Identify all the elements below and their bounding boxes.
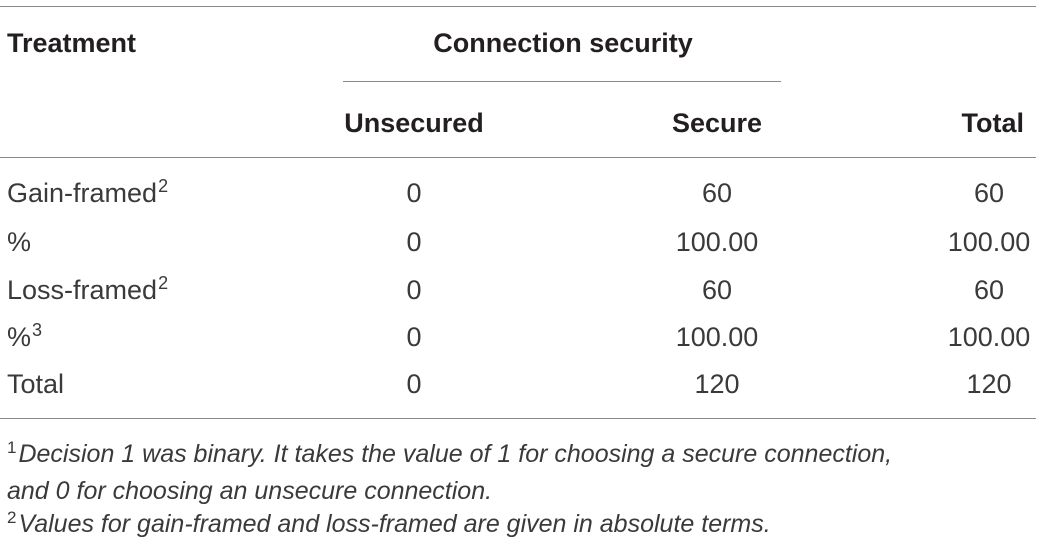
- cell-secure: 60: [701, 275, 733, 305]
- footnote-1: 1Decision 1 was binary. It takes the val…: [7, 438, 893, 505]
- header-rule: [0, 157, 1036, 158]
- header-unsecured: Unsecured: [344, 108, 484, 138]
- cell-unsecured: 0: [406, 275, 422, 305]
- bottom-rule: [0, 418, 1036, 419]
- cell-total: 100.00: [947, 322, 1031, 352]
- header-treatment: Treatment: [7, 28, 137, 58]
- cell-unsecured: 0: [406, 322, 422, 352]
- footnote-mark: 1: [7, 438, 17, 457]
- cell-secure: 100.00: [675, 322, 759, 352]
- top-rule: [0, 6, 1036, 7]
- row-label: Total: [7, 369, 65, 399]
- cell-total: 60: [973, 275, 1005, 305]
- cell-unsecured: 0: [406, 178, 422, 208]
- group-rule: [343, 81, 781, 82]
- cell-total: 100.00: [947, 227, 1031, 257]
- row-label: Loss-framed2: [7, 273, 169, 305]
- cell-secure: 60: [701, 178, 733, 208]
- header-total: Total: [961, 108, 1025, 138]
- cell-total: 120: [966, 369, 1012, 399]
- header-connection-security: Connection security: [433, 28, 693, 58]
- cell-secure: 100.00: [675, 227, 759, 257]
- row-label: %: [7, 227, 32, 257]
- row-label: Gain-framed2: [7, 176, 169, 208]
- row-label: %3: [7, 320, 43, 352]
- cell-unsecured: 0: [406, 227, 422, 257]
- cell-secure: 120: [694, 369, 740, 399]
- footnote-mark: 2: [7, 508, 17, 527]
- cell-total: 60: [973, 178, 1005, 208]
- cell-unsecured: 0: [406, 369, 422, 399]
- footnote-2: 2Values for gain-framed and loss-framed …: [7, 508, 771, 538]
- header-secure: Secure: [671, 108, 763, 138]
